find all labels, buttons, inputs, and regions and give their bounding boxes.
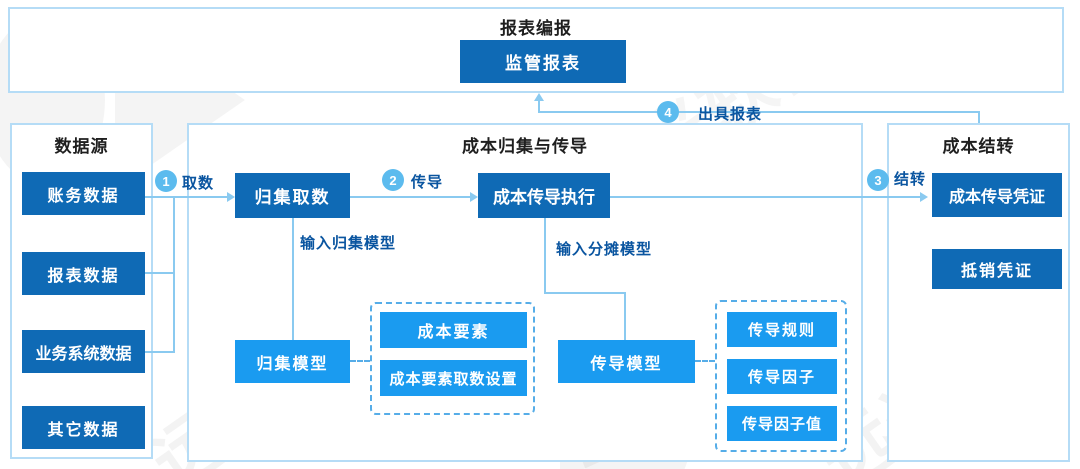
flow-line: [544, 218, 546, 294]
flow-line: [173, 196, 175, 353]
collect-model-group: [370, 302, 535, 415]
step-3-circle: 3: [867, 169, 889, 191]
step-2-circle: 2: [382, 169, 404, 191]
result-panel-title: 成本结转: [942, 137, 1015, 156]
dashed-connector: [350, 360, 370, 362]
input-allocation-model-label: 输入分摊模型: [556, 242, 653, 258]
transmission-model-group: [715, 300, 847, 452]
node-transmission-rule: 传导规则: [727, 312, 837, 347]
node-transmission-model: 传导模型: [558, 340, 695, 383]
flow-line: [292, 218, 294, 340]
node-business-system-data: 业务系统数据: [22, 330, 145, 373]
flow-line: [350, 196, 474, 198]
step-1-label: 取数: [182, 176, 215, 192]
flow-arrowhead-right: [920, 192, 928, 202]
flow-line: [145, 196, 229, 198]
node-regulatory-report: 监管报表: [460, 40, 626, 83]
node-collect-fetch: 归集取数: [235, 173, 350, 218]
input-collect-model-label: 输入归集模型: [300, 236, 397, 252]
dashed-connector: [695, 360, 715, 362]
report-panel-title: 报表编报: [500, 19, 572, 38]
flow-arrowhead-right: [470, 192, 478, 202]
flow-line: [624, 292, 626, 340]
step-4-label: 出具报表: [698, 107, 763, 123]
node-other-data: 其它数据: [22, 406, 145, 449]
node-cost-element: 成本要素: [380, 312, 527, 348]
node-collect-model: 归集模型: [235, 340, 350, 383]
flow-arrowhead-up: [534, 93, 544, 101]
step-2-label: 传导: [411, 175, 444, 191]
node-cost-transmission-voucher: 成本传导凭证: [932, 173, 1062, 217]
node-transmission-factor-value: 传导因子值: [727, 406, 837, 441]
node-offset-voucher: 抵销凭证: [932, 249, 1062, 289]
step-1-circle: 1: [155, 170, 177, 192]
node-report-data: 报表数据: [22, 252, 145, 295]
node-accounting-data: 账务数据: [22, 172, 145, 215]
step-3-label: 结转: [894, 172, 927, 188]
flow-line: [978, 111, 980, 123]
node-transmission-execute: 成本传导执行: [478, 173, 610, 218]
step-4-circle: 4: [657, 101, 679, 123]
flow-arrowhead-right: [227, 192, 235, 202]
data-source-panel-title: 数据源: [54, 137, 109, 156]
flow-line: [610, 196, 924, 198]
process-panel-title: 成本归集与传导: [462, 137, 588, 156]
flow-line: [145, 351, 175, 353]
flow-line: [539, 111, 980, 113]
node-cost-element-fetch-setting: 成本要素取数设置: [380, 360, 527, 396]
flow-line: [145, 272, 175, 274]
flow-line: [544, 292, 626, 294]
flow-line: [538, 100, 540, 113]
node-transmission-factor: 传导因子: [727, 359, 837, 394]
